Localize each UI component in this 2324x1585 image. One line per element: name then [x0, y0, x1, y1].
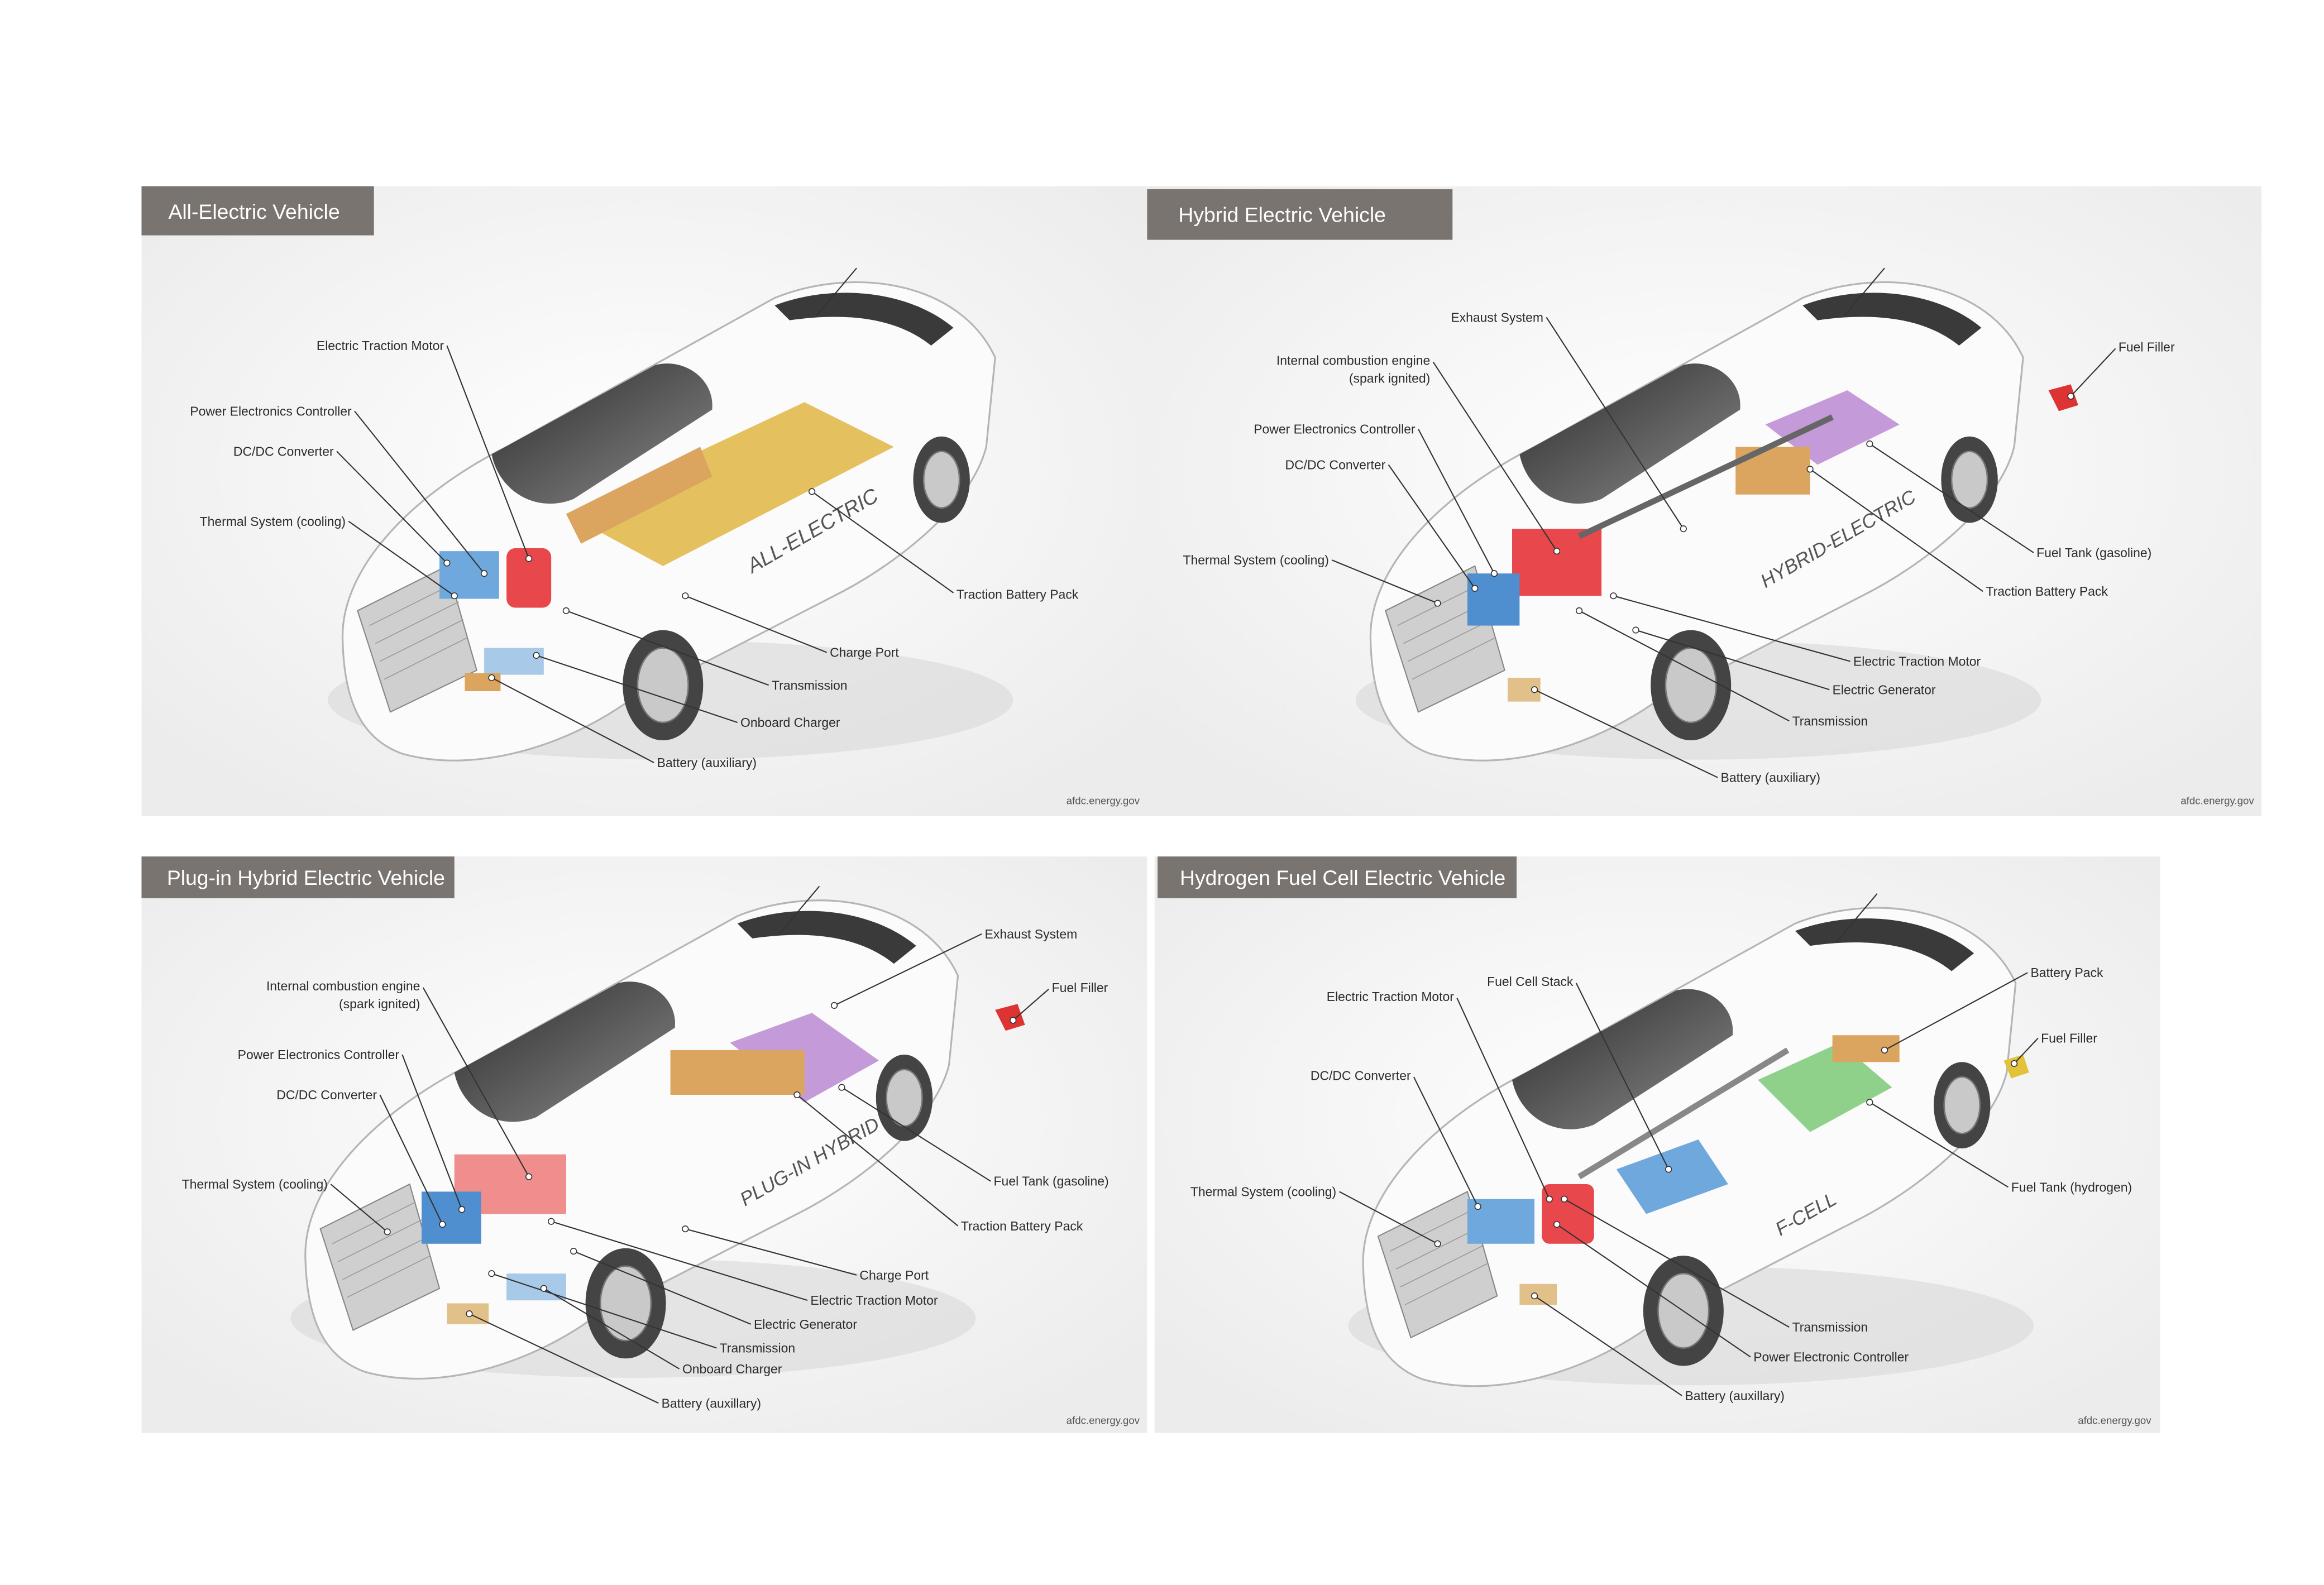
- label-dc-dc-converter: DC/DC Converter: [276, 1088, 377, 1102]
- label-electric-traction-motor: Electric Traction Motor: [1853, 654, 1981, 669]
- label-internal-combustion-engine: Internal combustion engine: [1276, 353, 1430, 368]
- label-thermal-system: Thermal System (cooling): [200, 514, 346, 529]
- label-electric-traction-motor: Electric Traction Motor: [1327, 989, 1455, 1004]
- hydrogen-tank-shape: [1758, 1042, 1892, 1132]
- electric-motor-shape: [1542, 1184, 1594, 1244]
- label-electric-generator: Electric Generator: [1833, 682, 1936, 697]
- label-transmission: Transmission: [772, 678, 848, 692]
- label-electric-generator: Electric Generator: [754, 1317, 857, 1332]
- label-fuel-tank: Fuel Tank (gasoline): [994, 1174, 1109, 1189]
- panel-title-bar: [1147, 189, 1453, 240]
- label-thermal-system: Thermal System (cooling): [1183, 553, 1329, 567]
- source-watermark: afdc.energy.gov: [1067, 795, 1140, 807]
- frame-rail-shape: [1577, 1047, 1790, 1180]
- label-thermal-system: Thermal System (cooling): [182, 1177, 328, 1191]
- source-watermark: afdc.energy.gov: [2078, 1415, 2151, 1426]
- panel-title-bar: [141, 856, 455, 898]
- source-watermark: afdc.energy.gov: [2180, 795, 2254, 807]
- label-spark-ignited: (spark ignited): [1349, 371, 1430, 386]
- label-fuel-tank: Fuel Tank (gasoline): [2036, 545, 2151, 560]
- panel-plug-in-hybrid-electric-vehicle: PLUG-IN HYBRID Plug-in Hybrid Electric V…: [141, 856, 1147, 1433]
- panel-title-bar: [141, 186, 374, 236]
- label-thermal-system: Thermal System (cooling): [1190, 1184, 1336, 1199]
- panel-hydrogen-fuel-cell-electric-vehicle: F-CELL Hydrogen Fuel Cell Electric Vehic…: [1154, 856, 2160, 1433]
- label-fuel-filler: Fuel Filler: [1052, 980, 1108, 995]
- label-battery-pack: Battery Pack: [2030, 965, 2103, 980]
- aux-battery-shape: [1519, 1284, 1557, 1305]
- aux-battery-shape: [465, 673, 501, 691]
- leader-lines: [330, 933, 1049, 1404]
- label-dc-dc-converter: DC/DC Converter: [233, 444, 334, 458]
- onboard-charger-shape: [484, 648, 544, 675]
- label-battery-auxiliary: Battery (auxiliary): [657, 755, 757, 770]
- leader-lines: [1331, 317, 2116, 778]
- power-electronics-shape: [422, 1191, 481, 1244]
- label-spark-ignited: (spark ignited): [339, 997, 420, 1011]
- traction-battery-shape: [670, 1050, 805, 1095]
- label-electric-traction-motor: Electric Traction Motor: [317, 338, 444, 353]
- label-onboard-charger: Onboard Charger: [740, 715, 840, 730]
- panel-title: Plug-in Hybrid Electric Vehicle: [167, 866, 445, 889]
- exhaust-pipe-shape: [1577, 414, 1834, 539]
- label-transmission: Transmission: [1792, 1320, 1868, 1334]
- leader-lines: [336, 345, 954, 763]
- label-fuel-tank-hydrogen: Fuel Tank (hydrogen): [2011, 1180, 2132, 1194]
- label-battery-auxiliary: Battery (auxillary): [662, 1396, 761, 1410]
- leader-lines: [1339, 972, 2039, 1396]
- fuel-nozzle-shape: [2048, 384, 2078, 411]
- label-power-electronics-controller: Power Electronics Controller: [190, 404, 352, 418]
- panel-title: All-Electric Vehicle: [168, 200, 339, 223]
- label-power-electronic-controller: Power Electronic Controller: [1753, 1350, 1909, 1364]
- label-exhaust-system: Exhaust System: [1451, 310, 1543, 324]
- label-fuel-filler: Fuel Filler: [2041, 1031, 2097, 1046]
- label-charge-port: Charge Port: [830, 645, 899, 660]
- label-dc-dc-converter: DC/DC Converter: [1311, 1068, 1411, 1083]
- label-transmission: Transmission: [720, 1341, 796, 1356]
- label-internal-combustion-engine: Internal combustion engine: [266, 979, 420, 993]
- fuel-nozzle-shape: [995, 1004, 1025, 1031]
- power-electronics-shape: [1467, 573, 1520, 626]
- label-battery-auxiliary: Battery (auxiliary): [1721, 770, 1820, 785]
- label-dc-dc-converter: DC/DC Converter: [1285, 457, 1386, 472]
- source-watermark: afdc.energy.gov: [1067, 1415, 1140, 1426]
- label-traction-battery-pack: Traction Battery Pack: [957, 587, 1079, 602]
- label-transmission: Transmission: [1792, 714, 1868, 728]
- panel-title: Hybrid Electric Vehicle: [1178, 203, 1386, 227]
- label-exhaust-system: Exhaust System: [985, 927, 1078, 941]
- fuel-tank-shape: [1765, 390, 1900, 465]
- label-battery-auxiliary: Battery (auxillary): [1685, 1388, 1785, 1403]
- traction-battery-shape: [1735, 447, 1810, 495]
- label-fuel-cell-stack: Fuel Cell Stack: [1487, 974, 1574, 989]
- label-electric-traction-motor: Electric Traction Motor: [810, 1293, 938, 1308]
- fuel-cell-stack-shape: [1616, 1139, 1728, 1214]
- panel-hybrid-electric-vehicle: HYBRID-ELECTRIC Hybrid Electric Vehicle …: [1147, 186, 2262, 817]
- label-traction-battery-pack: Traction Battery Pack: [961, 1219, 1083, 1233]
- fuel-nozzle-shape: [2003, 1054, 2029, 1079]
- label-charge-port: Charge Port: [859, 1268, 929, 1282]
- panel-title: Hydrogen Fuel Cell Electric Vehicle: [1180, 866, 1505, 889]
- traction-battery-pack-shape: [566, 402, 894, 566]
- electric-motor-shape: [506, 548, 552, 608]
- label-traction-battery-pack: Traction Battery Pack: [1986, 584, 2108, 598]
- battery-pack-shape: [1832, 1035, 1900, 1062]
- power-electronics-shape: [439, 551, 499, 599]
- label-power-electronics-controller: Power Electronics Controller: [1254, 422, 1416, 436]
- panel-all-electric-vehicle: ALL-ELECTRIC All-Electric Vehicle Electr…: [141, 186, 1147, 817]
- engine-shape: [1512, 529, 1602, 596]
- label-fuel-filler: Fuel Filler: [2119, 340, 2175, 355]
- label-onboard-charger: Onboard Charger: [682, 1362, 782, 1376]
- panel-title-bar: [1158, 856, 1517, 898]
- label-power-electronics-controller: Power Electronics Controller: [238, 1047, 400, 1062]
